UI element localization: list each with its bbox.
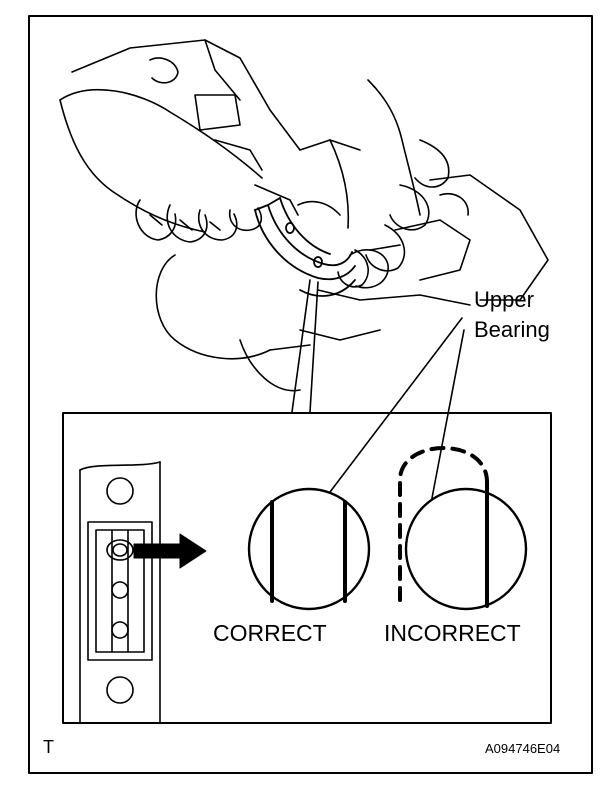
figure-border bbox=[28, 15, 593, 774]
incorrect-alignment-view bbox=[398, 446, 528, 611]
journal-strip-detail bbox=[79, 461, 161, 724]
figure-code: A094746E04 bbox=[485, 741, 561, 756]
detail-inset-box bbox=[62, 412, 552, 724]
incorrect-label: INCORRECT bbox=[384, 620, 521, 646]
engine-block-illustration bbox=[71, 39, 549, 392]
correct-label: CORRECT bbox=[213, 620, 327, 646]
correct-alignment-view bbox=[247, 487, 371, 611]
inset-leader-line bbox=[291, 279, 319, 413]
upper-bearing-label-line2: Bearing bbox=[474, 317, 550, 342]
upper-bearing-label-line1: Upper bbox=[474, 287, 534, 312]
left-hand-illustration bbox=[59, 88, 299, 243]
bearing-shell-illustration bbox=[254, 197, 356, 297]
upper-bearing-leader-correct bbox=[329, 317, 463, 493]
corner-mark: T bbox=[43, 737, 54, 757]
detail-arrow bbox=[133, 533, 207, 569]
right-hand-illustration bbox=[297, 79, 450, 288]
